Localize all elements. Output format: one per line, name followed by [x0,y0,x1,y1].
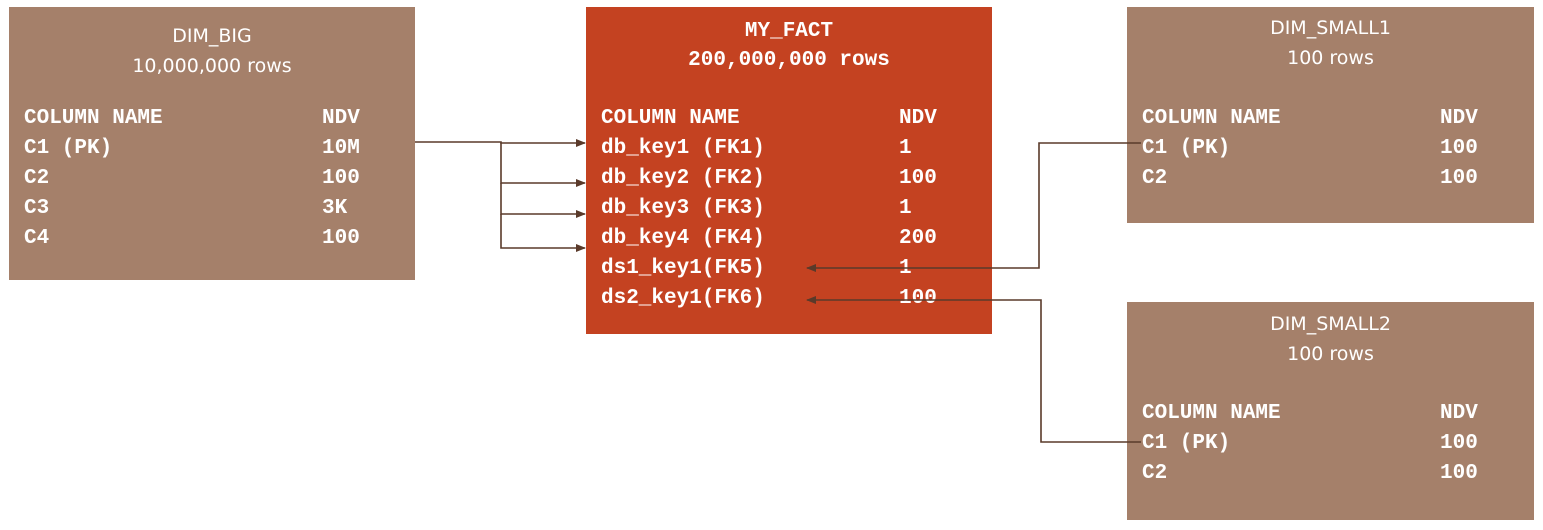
row-count: 200,000,000 rows [688,49,890,72]
column-header-ndv: NDV [322,107,360,130]
table-dim-big: DIM_BIG 10,000,000 rows COLUMN NAME NDV … [9,7,415,280]
row-count: 100 rows [1287,343,1374,365]
column-ndv: 3K [322,197,348,220]
column-ndv: 100 [1440,462,1478,485]
column-header-name: COLUMN NAME [24,107,163,130]
connector-fk4 [500,214,586,252]
column-ndv: 1 [899,197,912,220]
column-name: ds1_key1(FK5) [601,257,765,280]
column-header-ndv: NDV [899,107,937,130]
column-ndv: 200 [899,227,937,250]
column-name: db_key2 (FK2) [601,167,765,190]
column-ndv: 100 [1440,137,1478,160]
table-title: MY_FACT [744,20,834,43]
row-count: 100 rows [1287,47,1374,69]
table-title: DIM_SMALL1 [1270,17,1391,39]
table-title: DIM_BIG [172,25,252,47]
column-header-name: COLUMN NAME [1142,107,1281,130]
column-ndv: 100 [1440,432,1478,455]
column-name: C2 [24,167,50,190]
column-name: C1 (PK) [1142,432,1231,455]
connector-fk6 [806,296,1141,443]
column-ndv: 100 [899,167,937,190]
column-name: db_key4 (FK4) [601,227,765,250]
table-dim-small1: DIM_SMALL1 100 rows COLUMN NAME NDV C1 (… [1127,7,1534,223]
connector-fk5 [806,142,1141,272]
table-dim-small2: DIM_SMALL2 100 rows COLUMN NAME NDV C1 (… [1127,302,1534,520]
column-name: db_key1 (FK1) [601,137,765,160]
connector-fk1 [415,139,586,147]
column-ndv: 1 [899,137,912,160]
column-name: C3 [24,197,50,220]
column-header-ndv: NDV [1440,402,1478,425]
column-ndv: 100 [322,167,360,190]
row-count: 10,000,000 rows [132,55,292,77]
column-header-ndv: NDV [1440,107,1478,130]
column-name: C1 (PK) [1142,137,1231,160]
column-header-name: COLUMN NAME [601,107,740,130]
table-title: DIM_SMALL2 [1270,313,1391,335]
column-ndv: 100 [1440,167,1478,190]
column-name: db_key3 (FK3) [601,197,765,220]
column-name: C2 [1142,167,1168,190]
connector-fk2 [500,143,586,187]
column-name: C4 [24,227,50,250]
connector-fk3 [500,183,586,218]
table-my-fact: MY_FACT 200,000,000 rows COLUMN NAME NDV… [586,7,992,334]
column-name: C2 [1142,462,1168,485]
column-header-name: COLUMN NAME [1142,402,1281,425]
column-ndv: 10M [322,137,360,160]
column-name: C1 (PK) [24,137,113,160]
column-name: ds2_key1(FK6) [601,287,765,310]
column-ndv: 100 [322,227,360,250]
column-ndv: 100 [899,287,937,310]
